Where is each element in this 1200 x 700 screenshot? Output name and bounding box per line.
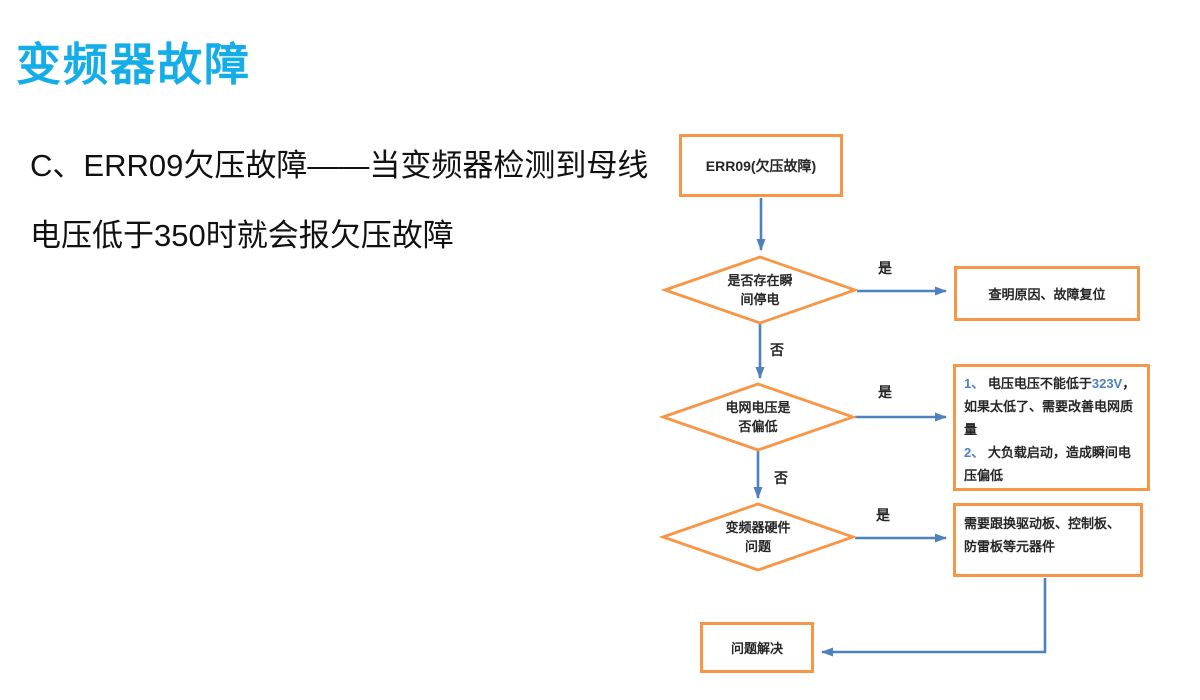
decision1-yes-label: 是: [878, 260, 892, 276]
decision3-diamond: [658, 502, 858, 572]
result-box-investigate: 查明原因、故障复位: [954, 266, 1140, 321]
result2-item2: 2、 大负载启动，造成瞬间电压偏低: [964, 441, 1139, 487]
decision2-diamond: [658, 382, 858, 452]
result2-item1-text-a: 电压电压不能低于: [984, 376, 1092, 391]
result1-label: 查明原因、故障复位: [988, 287, 1106, 302]
decision2-yes-label: 是: [878, 384, 892, 400]
result2-item2-number: 2、: [964, 445, 985, 460]
result2-item2-text: 大负载启动，造成瞬间电压偏低: [964, 445, 1131, 483]
decision3-label: 变频器硬件 问题: [725, 520, 791, 554]
decision1-no-label: 否: [770, 342, 784, 358]
result-box-grid-voltage: 1、 电压电压不能低于323V，如果太低了、需要改善电网质量 2、 大负载启动，…: [953, 364, 1150, 491]
decision2-label: 电网电压是 否偏低: [725, 400, 791, 434]
decision3-yes-label: 是: [876, 507, 890, 523]
start-node: ERR09(欠压故障): [679, 134, 843, 197]
decision1-label: 是否存在瞬 间停电: [727, 273, 793, 307]
result2-item1: 1、 电压电压不能低于323V，如果太低了、需要改善电网质量: [964, 372, 1139, 441]
intro-line-1: C、ERR09欠压故障——当变频器检测到母线: [30, 148, 649, 183]
decision1-diamond: [660, 255, 860, 325]
result2-item1-number: 1、: [964, 376, 985, 391]
start-node-label: ERR09(欠压故障): [705, 157, 817, 174]
result3-label: 需要跟换驱动板、控制板、 防雷板等元器件: [964, 516, 1121, 554]
result2-item1-text-b: ，如果太低了、需要改善电网质量: [964, 376, 1136, 437]
page-title: 变频器故障: [16, 39, 252, 90]
arrow-result3-to-end: [821, 578, 1047, 657]
result-box-replace-boards: 需要跟换驱动板、控制板、 防雷板等元器件: [953, 503, 1143, 577]
result2-item1-voltage-value: 323V: [1091, 376, 1123, 391]
end-node-label: 问题解决: [730, 641, 783, 656]
result2-text: 1、 电压电压不能低于323V，如果太低了、需要改善电网质量 2、 大负载启动，…: [964, 372, 1139, 487]
intro-line-2: 电压低于350时就会报欠压故障: [30, 218, 454, 253]
end-node: 问题解决: [700, 622, 814, 673]
decision2-no-label: 否: [774, 470, 788, 486]
